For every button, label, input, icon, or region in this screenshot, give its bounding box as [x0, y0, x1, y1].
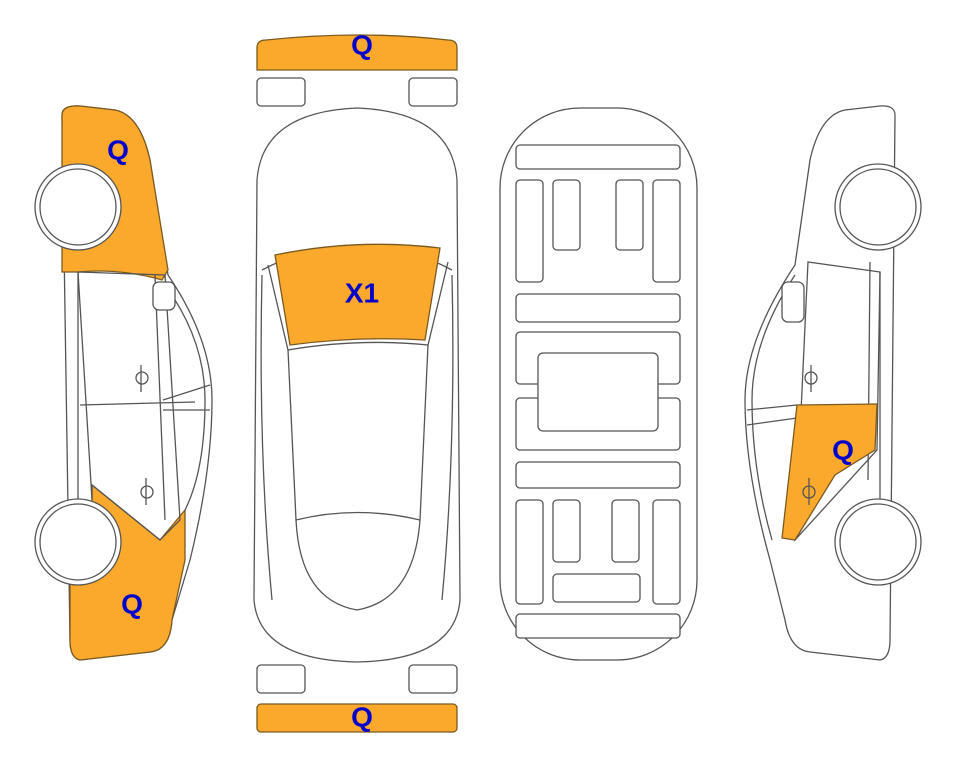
rear-bumper-label: Q — [351, 701, 373, 732]
right-rear-door-zone[interactable] — [781, 403, 878, 541]
taillight-right — [408, 664, 458, 694]
top-view: Q X1 Q — [253, 29, 461, 733]
windshield-label: X1 — [345, 277, 379, 308]
left-front-wheel — [34, 163, 122, 251]
right-rear-wheel — [834, 498, 922, 586]
front-bumper-zone[interactable] — [256, 34, 458, 71]
right-front-wheel — [834, 163, 922, 251]
left-rear-wheel — [34, 498, 122, 586]
car-body-top — [253, 107, 461, 663]
front-bumper-label: Q — [351, 29, 373, 60]
headlight-left — [256, 77, 306, 107]
right-rear-door-label: Q — [832, 434, 854, 465]
left-rear-quarter-label: Q — [121, 588, 143, 619]
left-front-fender-label: Q — [107, 134, 129, 165]
taillight-left — [256, 664, 306, 694]
underside-view — [499, 107, 698, 661]
left-side-view: Q Q — [34, 105, 213, 661]
windshield-zone[interactable] — [274, 243, 441, 346]
right-side-view: Q — [744, 105, 922, 661]
rear-bumper-zone[interactable] — [256, 703, 458, 733]
headlight-right — [408, 77, 458, 107]
